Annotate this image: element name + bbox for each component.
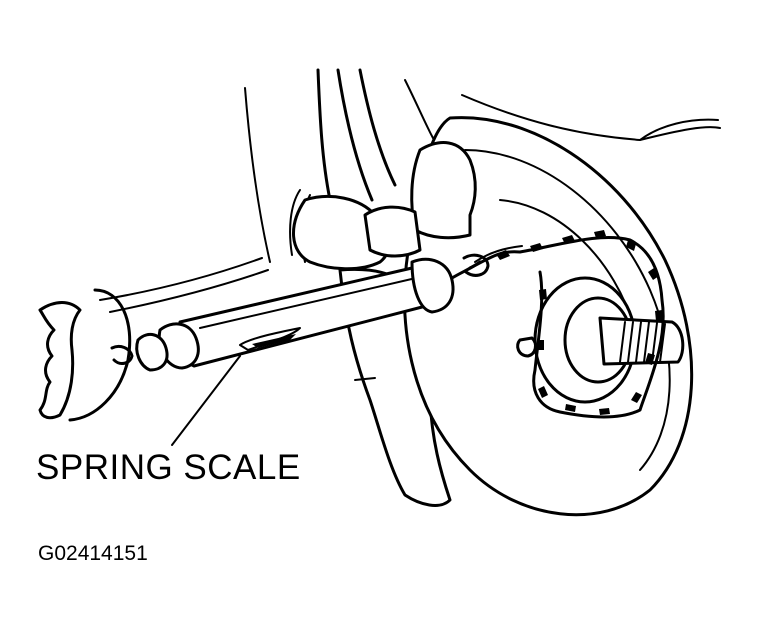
brake-caliper [363, 141, 477, 258]
spring-scale-tool [135, 253, 490, 372]
chain-loop [468, 230, 665, 419]
vehicle-body-outline [99, 87, 721, 313]
callout-leader-line [171, 355, 241, 446]
wheel-hub [516, 276, 685, 404]
pull-ring [38, 288, 134, 422]
figure-id: G02414151 [38, 542, 148, 565]
callout-label-spring-scale: SPRING SCALE [36, 448, 301, 487]
